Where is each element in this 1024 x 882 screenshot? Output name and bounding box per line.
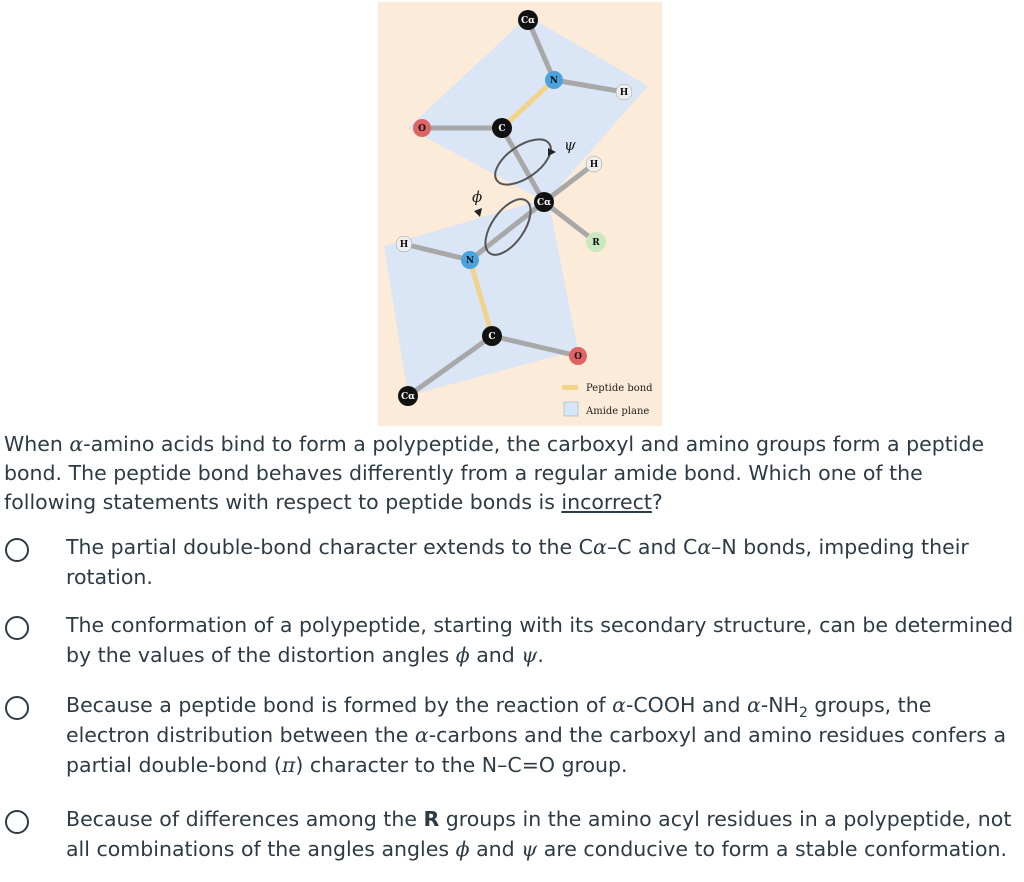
hydrogen-left — [395, 235, 413, 253]
option-4-psi: ψ — [521, 837, 538, 861]
legend-amide-plane-label: Amide plane — [585, 406, 649, 417]
question-part2: -amino acids bind to form a polypeptide,… — [4, 432, 985, 514]
alpha-carbon-bottom — [398, 386, 418, 406]
peptide-bond-figure: ψ ϕ Cα N H O C H Cα R H N C O Cα Peptide… — [378, 2, 662, 426]
question-part1: When — [4, 432, 70, 456]
legend-peptide-bond-label: Peptide bond — [586, 383, 653, 394]
hydrogen-left-label: H — [400, 240, 409, 250]
alpha-carbon-middle-label: Cα — [537, 198, 551, 208]
nitrogen-upper-label: N — [550, 76, 558, 86]
alpha-carbon-top — [518, 10, 538, 30]
option-4-text: Because of differences among the R group… — [66, 804, 1016, 864]
hydrogen-upper-right — [615, 83, 633, 101]
peptide-bond-lower — [467, 259, 495, 337]
option-1-text: The partial double-bond character extend… — [66, 532, 1016, 592]
psi-label: ψ — [564, 136, 576, 154]
option-2-phi: ϕ — [455, 643, 470, 667]
phi-rotation-ring — [484, 198, 532, 256]
hydrogen-middle — [585, 155, 603, 173]
option-2-psi: ψ — [521, 643, 538, 667]
legend-amide-plane-swatch — [563, 401, 579, 417]
option-3-text-4: groups, the electron distribution betwee… — [66, 693, 932, 747]
alpha-carbon-middle — [534, 192, 554, 212]
bonds — [401, 17, 627, 399]
hydrogen-middle-label: H — [590, 160, 599, 170]
option-3-alpha-2: α — [746, 693, 761, 717]
question-end: ? — [651, 490, 663, 514]
r-group-label: R — [592, 238, 600, 248]
psi-rotation-ring — [494, 138, 552, 186]
option-3-alpha-1: α — [612, 693, 626, 717]
question-text: When α-amino acids bind to form a polype… — [4, 430, 1014, 517]
carbon-upper-label: C — [498, 124, 505, 134]
option-1-text-3: –N bonds, impeding their rotation. — [66, 535, 969, 589]
oxygen-upper-label: O — [418, 124, 426, 134]
nitrogen-lower-label: N — [466, 256, 474, 266]
carbon-lower — [482, 326, 502, 346]
option-3-text-6: ) character to the N–C=O group. — [295, 753, 628, 777]
r-group — [586, 232, 606, 252]
option-3-pi: π — [281, 753, 296, 777]
option-3-text-5: -carbons and the carboxyl and amino resi… — [66, 723, 1007, 777]
option-1-alpha-2: α — [697, 535, 712, 559]
option-4-text-3: and — [469, 837, 522, 861]
option-2-radio[interactable] — [5, 616, 29, 640]
alpha-carbon-top-label: Cα — [521, 16, 535, 26]
option-2-text-2: and — [469, 643, 522, 667]
nitrogen-lower — [461, 251, 479, 269]
option-4-text-2: groups in the amino acyl residues in a p… — [66, 807, 1012, 861]
oxygen-upper — [413, 119, 431, 137]
oxygen-lower — [569, 347, 587, 365]
option-4-text-4: are conducive to form a stable conformat… — [537, 837, 1008, 861]
psi-arrow-icon — [548, 148, 556, 156]
peptide-bond-upper — [500, 78, 556, 130]
option-1-alpha-1: α — [592, 535, 607, 559]
phi-arrow-icon — [474, 208, 482, 217]
nitrogen-upper — [545, 71, 563, 89]
option-1-radio[interactable] — [5, 538, 29, 562]
carbon-lower-label: C — [488, 332, 495, 342]
hydrogen-upper-right-label: H — [620, 88, 629, 98]
option-1-text-1: The partial double-bond character extend… — [66, 535, 593, 559]
question-underlined: incorrect — [561, 490, 652, 514]
option-2-text-3: . — [537, 643, 544, 667]
option-1-text-2: –C and C — [606, 535, 698, 559]
oxygen-lower-label: O — [574, 352, 582, 362]
option-3-text: Because a peptide bond is formed by the … — [66, 690, 1016, 780]
option-3-radio[interactable] — [5, 696, 29, 720]
option-3-text-3: -NH — [760, 693, 799, 717]
alpha-carbon-bottom-label: Cα — [401, 392, 415, 402]
option-4-text-1: Because of differences among the — [66, 807, 424, 831]
option-2-text-1: The conformation of a polypeptide, start… — [66, 613, 1014, 667]
option-3-text-1: Because a peptide bond is formed by the … — [66, 693, 613, 717]
option-3-subscript: 2 — [798, 705, 808, 722]
upper-amide-plane — [408, 16, 648, 202]
option-2-text: The conformation of a polypeptide, start… — [66, 610, 1016, 670]
phi-label: ϕ — [472, 188, 482, 206]
option-4-bold-r: R — [423, 807, 440, 831]
question-alpha: α — [69, 432, 84, 456]
legend-peptide-bond-swatch — [562, 385, 578, 390]
option-4-phi: ϕ — [455, 837, 470, 861]
carbon-upper — [492, 118, 512, 138]
option-3-alpha-3: α — [414, 723, 429, 747]
option-4-radio[interactable] — [5, 810, 29, 834]
option-3-text-2: -COOH and — [625, 693, 747, 717]
